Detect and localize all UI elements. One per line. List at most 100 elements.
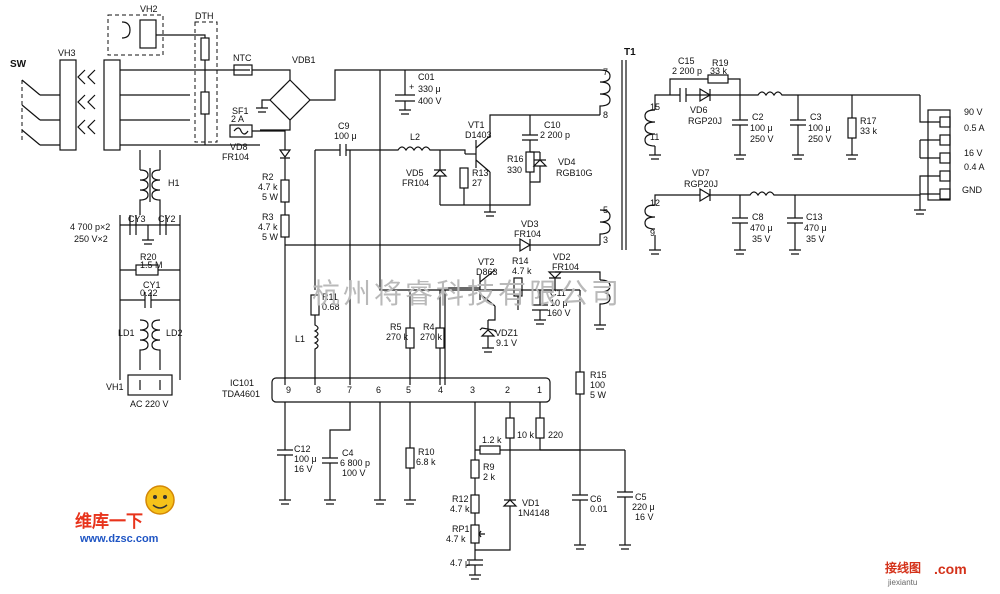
label-out-90v: 90 V <box>964 107 983 117</box>
ic-pin-6: 6 <box>376 385 381 395</box>
label-cy1-val: 0.22 <box>140 288 158 298</box>
label-vd1: VD1 <box>522 498 540 508</box>
connector-vh3 <box>59 59 121 151</box>
label-r14-val: 4.7 k <box>512 266 532 276</box>
label-vd2-val: FR104 <box>552 262 579 272</box>
label-r3-val2: 5 W <box>262 232 279 242</box>
choke-h1 <box>139 150 161 215</box>
label-r5-val: 270 k <box>386 332 409 342</box>
label-vdz1: VDZ1 <box>495 328 518 338</box>
transformer-t1 <box>599 60 656 320</box>
ic-pin-5: 5 <box>406 385 411 395</box>
label-c12: C12 <box>294 444 311 454</box>
label-c8-val1: 470 μ <box>750 223 773 233</box>
label-r17: R17 <box>860 116 877 126</box>
label-vt1-val: D1403 <box>465 130 492 140</box>
label-c15-val: 2 200 p <box>672 66 702 76</box>
label-r15: R15 <box>590 370 607 380</box>
label-c01-plus: + <box>409 82 414 92</box>
label-r16-val: 330 <box>507 165 522 175</box>
label-c2: C2 <box>752 112 764 122</box>
resistor-r19 <box>707 74 729 84</box>
label-r14: R14 <box>512 256 529 266</box>
ic-pin-7: 7 <box>347 385 352 395</box>
label-ntc: NTC <box>233 53 252 63</box>
label-ld2: LD2 <box>166 328 183 338</box>
label-r3: R3 <box>262 212 274 222</box>
resistor-r3 <box>280 214 290 238</box>
label-vd5: VD5 <box>406 168 424 178</box>
resistor-1-2k <box>479 445 501 455</box>
label-c4-val1: 6 800 p <box>340 458 370 468</box>
label-r12: R12 <box>452 494 469 504</box>
logo-text: 维库一下 <box>75 511 143 531</box>
label-vt2-val: D863 <box>476 267 498 277</box>
label-out-16v: 16 V <box>964 148 983 158</box>
resistor-r13 <box>459 167 469 189</box>
resistor-r15 <box>575 371 585 395</box>
label-c9-val: 100 μ <box>334 131 357 141</box>
label-out-05a: 0.5 A <box>964 123 985 133</box>
ic-tda4601 <box>271 377 551 403</box>
label-r13: R13 <box>472 168 489 178</box>
label-c11: C11 <box>550 288 566 298</box>
label-c01-val1: 330 μ <box>418 84 441 94</box>
label-c15: C15 <box>678 56 695 66</box>
label-r19-val: 33 k <box>710 66 728 76</box>
label-vd2: VD2 <box>553 252 571 262</box>
label-r-12k: 1.2 k <box>482 435 502 445</box>
bridge-vdb1 <box>269 79 311 121</box>
label-vd7-val: RGP20J <box>684 179 718 189</box>
label-pin8: 8 <box>603 110 608 120</box>
label-sf1: SF1 <box>232 106 249 116</box>
corner-url: jiexiantu <box>887 578 917 587</box>
label-c5: C5 <box>635 492 647 502</box>
label-c4-val2: 100 V <box>342 468 366 478</box>
resistor-r20 <box>135 264 159 276</box>
label-c10: C10 <box>544 120 561 130</box>
label-c3-val2: 250 V <box>808 134 832 144</box>
label-pin11: 11 <box>650 132 659 142</box>
label-c8: C8 <box>752 212 764 222</box>
label-h1: H1 <box>168 178 180 188</box>
label-cy3: CY3 <box>128 214 146 224</box>
label-r4-val: 270 k <box>420 332 443 342</box>
label-r15-val2: 5 W <box>590 390 607 400</box>
label-out-04a: 0.4 A <box>964 162 985 172</box>
label-cy-val2: 250 V×2 <box>74 234 108 244</box>
label-r17-val: 33 k <box>860 126 878 136</box>
ic-pin-9: 9 <box>286 385 291 395</box>
label-r15-val1: 100 <box>590 380 605 390</box>
resistor-r2 <box>280 179 290 203</box>
choke-ld <box>139 319 161 370</box>
resistor-r17 <box>847 117 857 139</box>
label-r2: R2 <box>262 172 274 182</box>
label-r2-val1: 4.7 k <box>258 182 278 192</box>
resistor-220 <box>535 417 545 439</box>
label-r20-val: 1.5 M <box>140 260 163 270</box>
label-t1: T1 <box>624 47 636 58</box>
label-r2-val2: 5 W <box>262 192 279 202</box>
label-vd5-val: FR104 <box>402 178 429 188</box>
ic-pin-3: 3 <box>470 385 475 395</box>
label-r4: R4 <box>423 322 435 332</box>
label-sf1-val: 2 A <box>231 114 244 124</box>
label-cy2: CY2 <box>158 214 176 224</box>
label-r11: R11 <box>322 292 338 302</box>
label-vh1: VH1 <box>106 382 124 392</box>
label-rp1: RP1 <box>452 524 470 534</box>
label-vt1: VT1 <box>468 120 485 130</box>
label-r11-val: 0.68 <box>322 302 340 312</box>
ic-pin-2: 2 <box>505 385 510 395</box>
label-vdb1: VDB1 <box>292 55 316 65</box>
label-vd3: VD3 <box>521 219 539 229</box>
label-r9: R9 <box>483 462 495 472</box>
label-vd7: VD7 <box>692 168 710 178</box>
label-r5: R5 <box>390 322 402 332</box>
label-vd6: VD6 <box>690 105 708 115</box>
label-cy1: CY1 <box>143 280 161 290</box>
label-c8-val2: 35 V <box>752 234 771 244</box>
label-c2-val2: 250 V <box>750 134 774 144</box>
label-ic101: IC101 <box>230 378 254 388</box>
label-cy-val1: 4 700 p×2 <box>70 222 110 232</box>
